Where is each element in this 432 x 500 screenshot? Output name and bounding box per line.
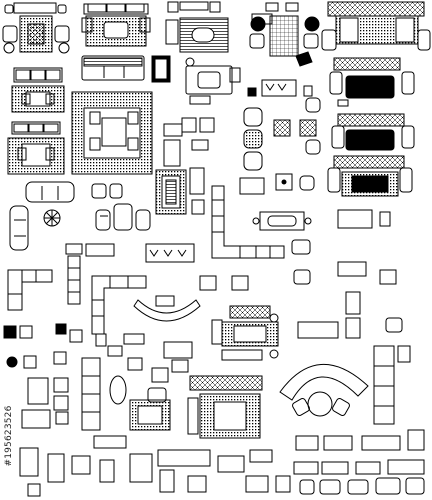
rug-framed-rectangle [155,169,187,215]
chair-column-left [6,351,69,411]
small-chairs-dark [3,323,83,343]
chair-table-set-small [239,173,315,195]
sofa-dark-compact [151,55,171,83]
dining-chairs-round-pair [247,79,313,97]
living-set-rug-sofa [81,3,151,47]
sofa-single-column [189,167,205,215]
living-set-dark-table-c [327,155,413,197]
table-with-chairs-long [252,211,312,231]
l-shaped-sectional-medium [91,275,147,335]
living-set-patterned-sofa [321,1,431,51]
plant-round [43,209,61,227]
bottom-row-furniture [19,429,425,497]
sofa-vertical-rounded [9,205,29,251]
living-set-armchairs-round [185,57,241,105]
sofa-long-vertical [81,357,101,431]
living-set-striped-rug [165,1,229,53]
sofa-and-table-pair [95,333,193,359]
sofa-long-plain [81,55,145,81]
living-set-sofa-rug-a [11,67,65,113]
curved-sectional-large [279,363,369,417]
stock-id-watermark: #195623526 [2,372,16,500]
living-set-square-table [2,2,70,54]
armchair-pair-right [297,291,403,339]
sofa-two-seat-outline [337,209,391,229]
living-set-large-rug [71,91,153,175]
sofa-vertical-right [373,345,411,425]
dining-set-four-chairs [249,2,320,67]
living-set-rug-lower [187,375,263,439]
chairs-mixed-mid [127,357,189,403]
sofa-rounded-three-seat [25,181,75,203]
curved-sofa-table [133,295,201,322]
living-set-dark-table-b [331,113,415,151]
oval-table [109,375,127,405]
sofa-vertical-segments [67,255,81,305]
living-set-bottom-left [21,399,171,431]
sofa-compact-group [163,117,215,167]
sofa-bench-set [65,243,195,263]
living-set-sofa-rug-b [7,121,65,175]
chair-group-scattered [199,239,397,291]
watermark-text: #195623526 [4,405,14,467]
l-shaped-sectional-large [211,185,285,259]
corner-sofa-small [7,269,53,311]
living-set-center-rug [211,305,279,361]
armchair-triple [95,203,151,231]
armchair-pair-small [91,183,123,199]
living-set-dark-table-a [329,57,415,107]
armchair-column-round [243,97,321,171]
